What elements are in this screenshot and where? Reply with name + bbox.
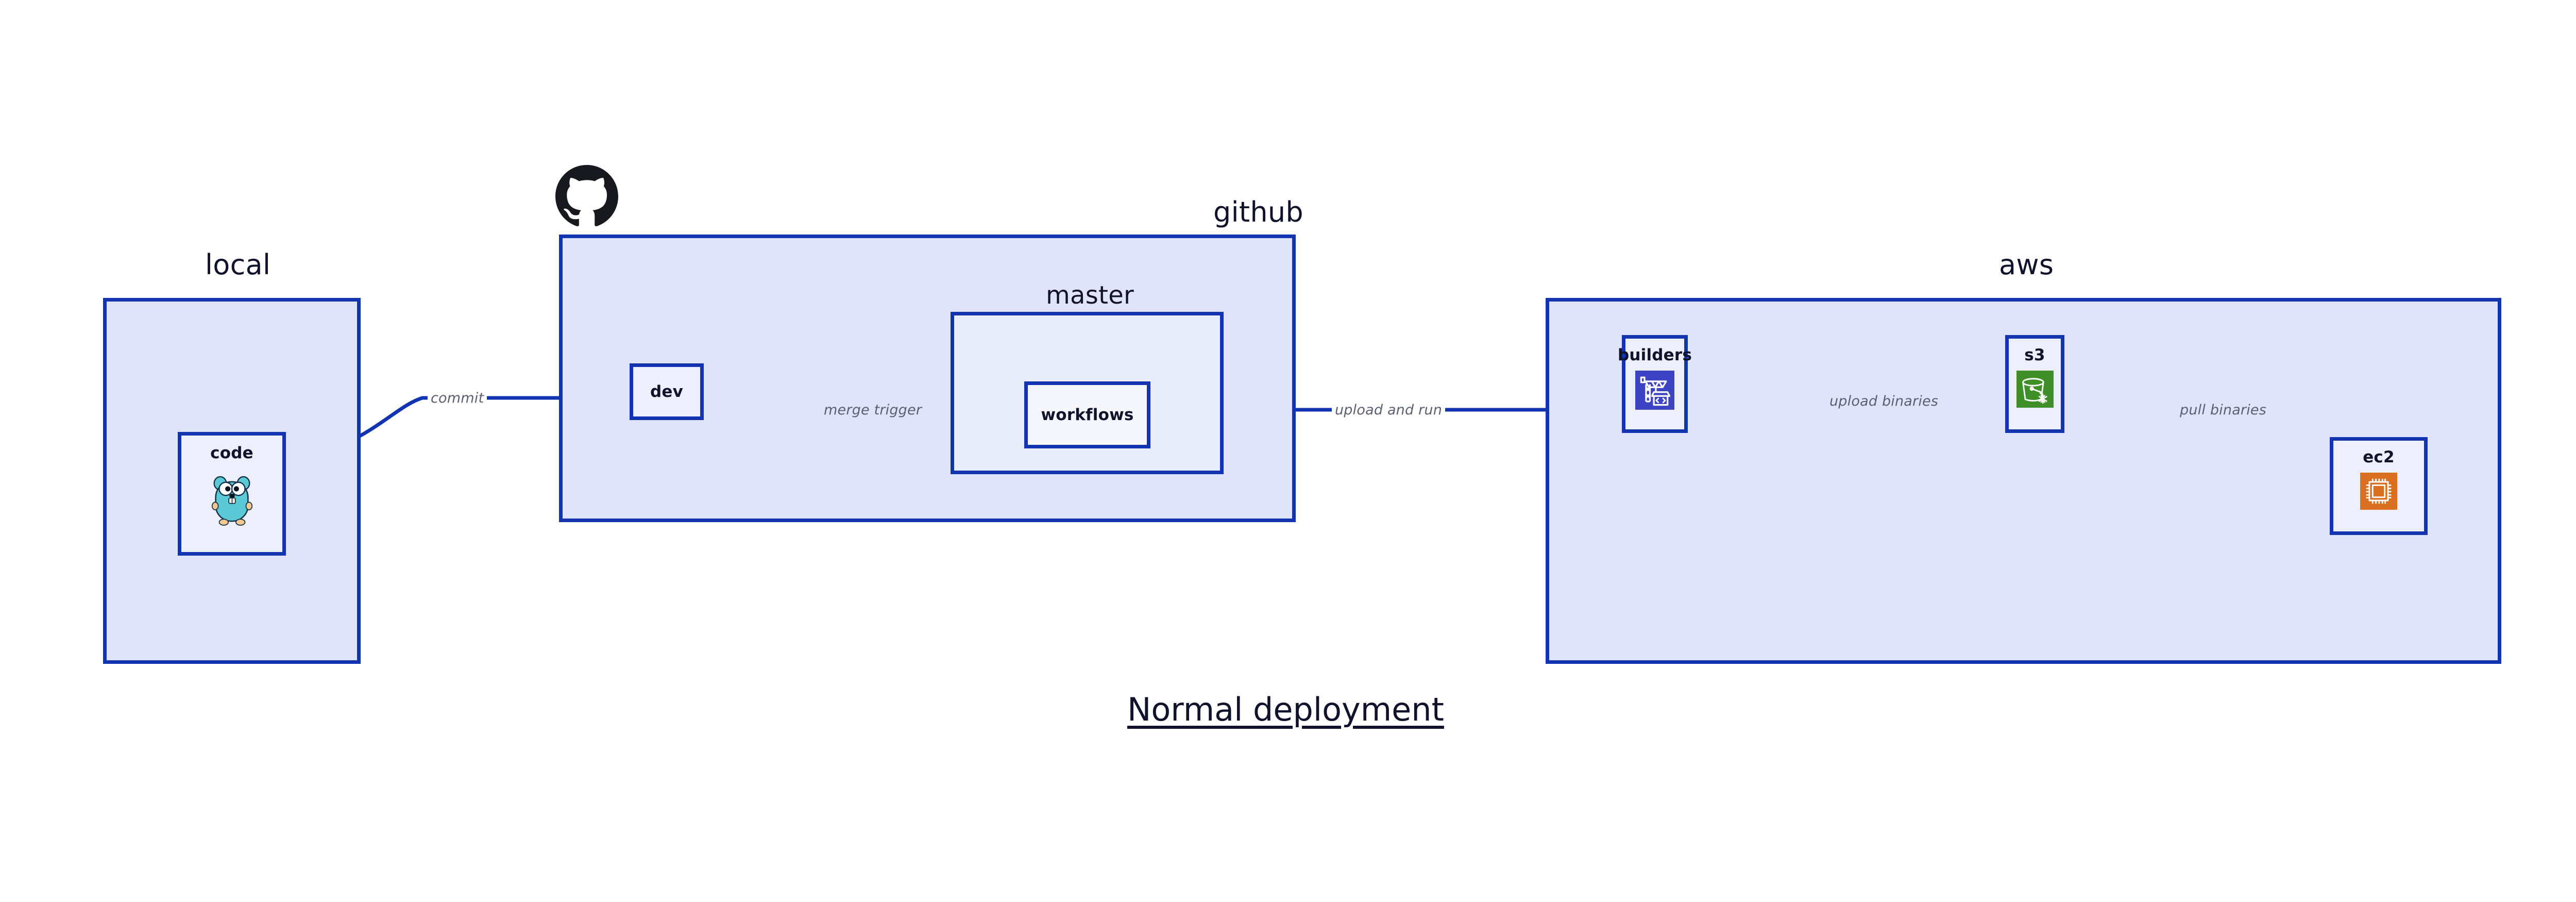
- aws-ec2-chip-icon: [2360, 473, 2397, 512]
- github-octocat-icon: [555, 165, 618, 230]
- edge-label-merge-trigger: merge trigger: [821, 402, 925, 418]
- diagram-title: Normal deployment: [1127, 691, 1444, 728]
- node-label-builders: builders: [1617, 346, 1692, 364]
- edge-label-commit: commit: [428, 390, 487, 406]
- node-label-workflows: workflows: [1041, 406, 1134, 424]
- node-code[interactable]: code: [178, 432, 286, 556]
- node-label-ec2: ec2: [2363, 448, 2395, 466]
- node-label-code: code: [210, 444, 253, 462]
- group-label-github: github: [1213, 196, 1303, 228]
- group-label-master: master: [1046, 281, 1134, 310]
- aws-s3-bucket-icon: [2016, 371, 2054, 410]
- node-workflows[interactable]: workflows: [1024, 381, 1150, 448]
- node-label-s3: s3: [2024, 346, 2045, 364]
- aws-codebuild-icon: [1635, 371, 1674, 412]
- edge-label-upload-and-run: upload and run: [1332, 402, 1446, 418]
- edge-label-pull-binaries: pull binaries: [2177, 402, 2270, 418]
- node-ec2[interactable]: ec2: [2330, 437, 2428, 535]
- group-label-local: local: [205, 248, 271, 281]
- go-gopher-icon: [207, 470, 257, 532]
- node-s3[interactable]: s3: [2005, 335, 2064, 433]
- node-dev[interactable]: dev: [630, 363, 704, 420]
- group-label-aws: aws: [1999, 248, 2054, 281]
- edge-label-upload-binaries: upload binaries: [1826, 393, 1942, 409]
- node-label-dev: dev: [650, 382, 684, 401]
- node-builders[interactable]: builders: [1618, 335, 1692, 433]
